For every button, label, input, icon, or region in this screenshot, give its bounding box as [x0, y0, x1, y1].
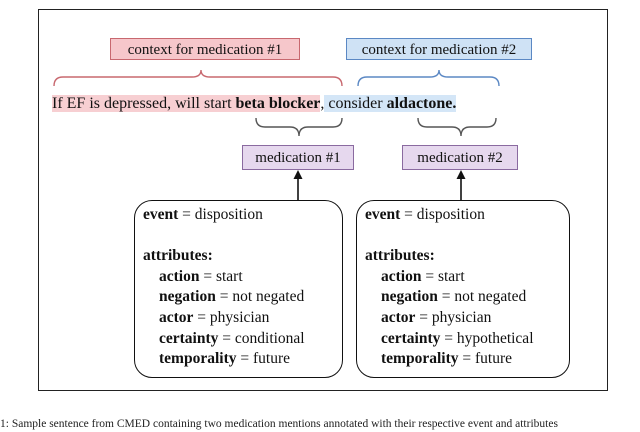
sentence-text-2: consider [324, 95, 387, 112]
context-label-1: context for medication #1 [110, 38, 300, 60]
figure-caption: 1: Sample sentence from CMED containing … [0, 418, 558, 430]
brace-context-2 [357, 69, 500, 87]
attribute-key: temporality [159, 350, 237, 368]
attribute-value: = not negated [215, 288, 305, 306]
annotation-card-2: event = disposition attributes: action =… [356, 200, 570, 378]
attribute-key: actor [381, 308, 416, 326]
attribute-value: = physician [193, 308, 270, 326]
attribute-row: temporality = future [143, 349, 342, 370]
attribute-key: action [381, 267, 422, 285]
figure-frame [38, 9, 608, 391]
annotation-card-1: event = disposition attributes: action =… [134, 200, 343, 378]
attribute-row: negation = not negated [143, 287, 342, 308]
attribute-key: certainty [381, 329, 441, 347]
event-row: event = disposition [365, 205, 569, 226]
attribute-key: negation [159, 288, 216, 306]
attribute-key: negation [381, 288, 438, 306]
attribute-value: = not negated [437, 288, 527, 306]
attribute-row: certainty = hypothetical [365, 329, 569, 350]
brace-medication-1 [255, 117, 343, 137]
sentence-medication-2: aldactone. [386, 95, 457, 112]
attribute-value: = start [421, 267, 465, 285]
medication-label-1: medication #1 [242, 145, 354, 170]
sentence-medication-1: beta blocker [235, 95, 321, 112]
attribute-value: = conditional [218, 329, 305, 347]
brace-context-1 [53, 69, 343, 87]
brace-medication-2 [417, 117, 497, 137]
attribute-value: = hypothetical [440, 329, 534, 347]
attribute-row: actor = physician [143, 308, 342, 329]
event-key: event [143, 206, 179, 223]
attribute-row: actor = physician [365, 308, 569, 329]
attribute-row: temporality = future [365, 349, 569, 370]
attribute-row: negation = not negated [365, 287, 569, 308]
arrowhead-1 [293, 170, 303, 179]
context-label-2: context for medication #2 [346, 38, 532, 60]
medication-label-2: medication #2 [402, 145, 518, 170]
attribute-key: temporality [381, 350, 459, 368]
event-value: = disposition [178, 206, 263, 223]
attribute-key: action [159, 267, 200, 285]
attribute-key: certainty [159, 329, 219, 347]
attributes-heading: attributes: [365, 247, 435, 265]
event-row: event = disposition [143, 205, 342, 226]
attribute-key: actor [159, 308, 194, 326]
attribute-value: = future [236, 350, 290, 368]
sentence-context-2: consider aldactone. [324, 95, 457, 112]
attribute-value: = future [458, 350, 512, 368]
attribute-row: action = start [143, 267, 342, 288]
sample-sentence: If EF is depressed, will start beta bloc… [52, 93, 457, 115]
event-key: event [365, 206, 401, 223]
attribute-row: certainty = conditional [143, 329, 342, 350]
attribute-value: = physician [415, 308, 492, 326]
attribute-value: = start [199, 267, 243, 285]
attribute-row: action = start [365, 267, 569, 288]
arrowhead-2 [456, 170, 466, 179]
sentence-comma: , [320, 95, 325, 112]
event-value: = disposition [400, 206, 485, 223]
sentence-context-1: If EF is depressed, will start beta bloc… [52, 95, 321, 112]
attributes-heading: attributes: [143, 247, 213, 265]
sentence-text-1: If EF is depressed, will start [52, 95, 236, 112]
